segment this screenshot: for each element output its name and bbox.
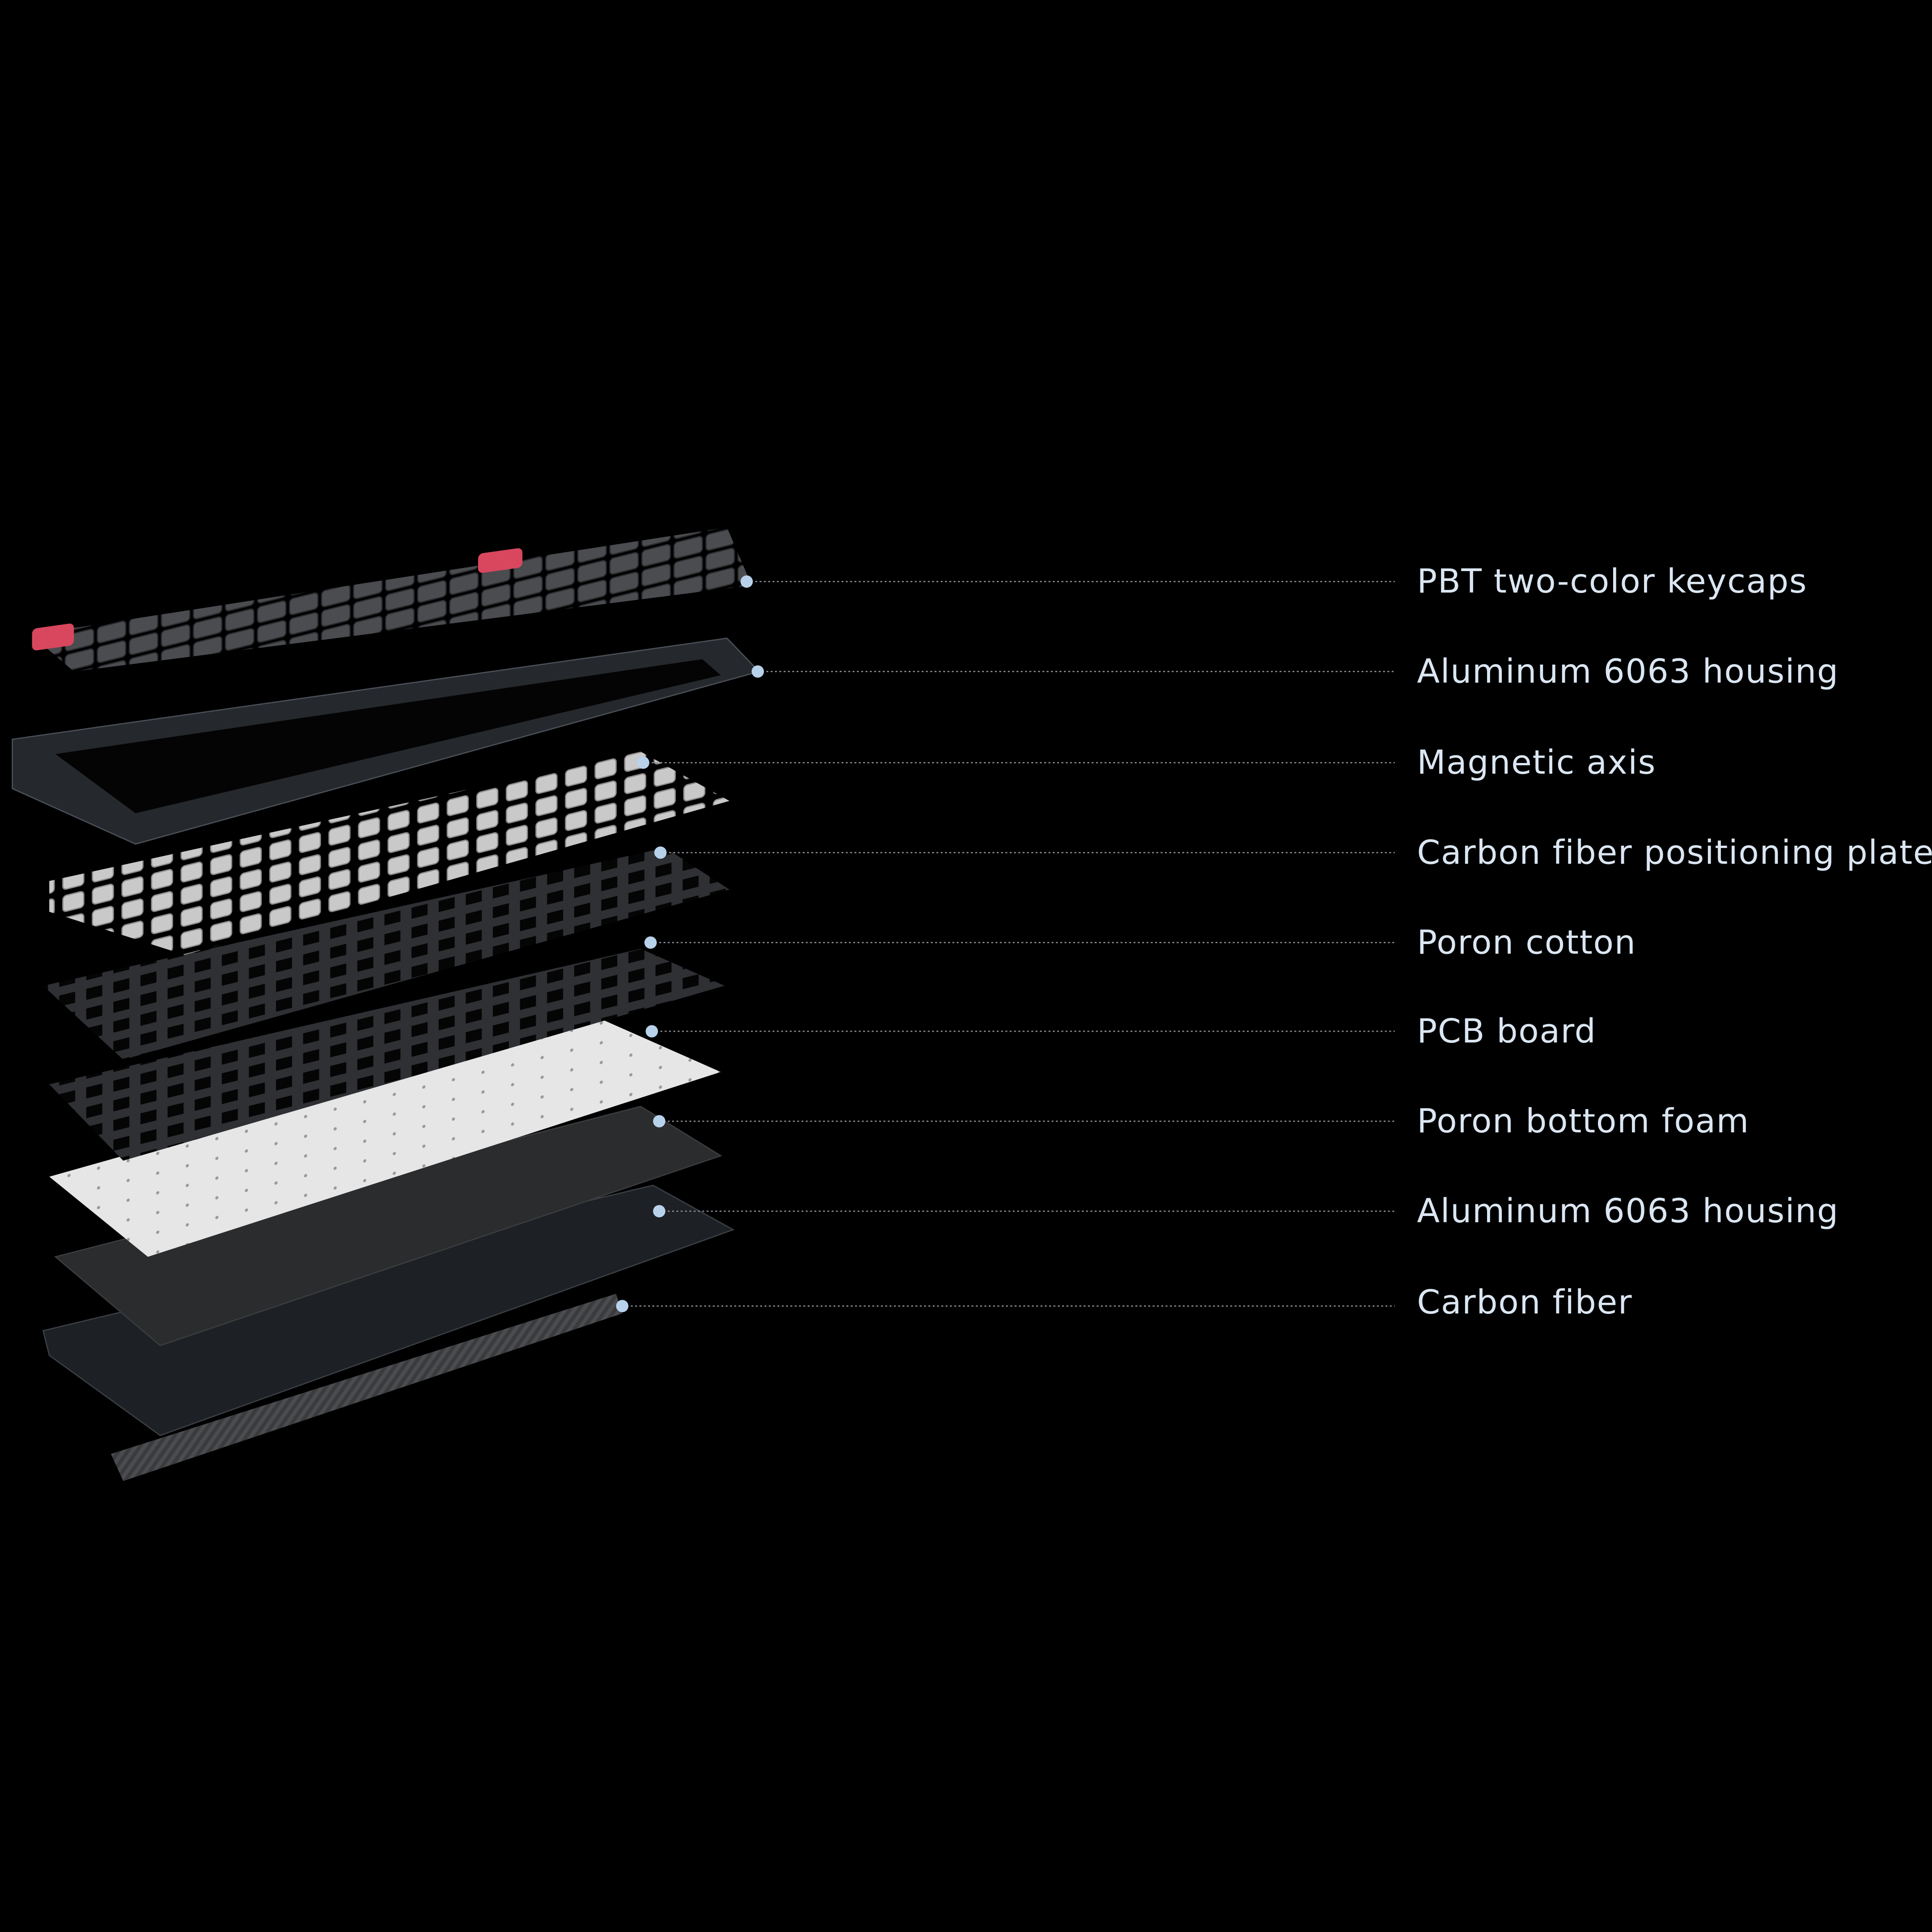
layer-label: Poron bottom foam — [1417, 1102, 1749, 1140]
accent-keycap — [32, 623, 74, 651]
callout-poron-bottom-foam: Poron bottom foam — [653, 1102, 1749, 1140]
pcb-board-layer — [49, 1020, 721, 1257]
layer-label: Aluminum 6063 housing — [1417, 1191, 1839, 1230]
positioning-plate-layer — [43, 847, 730, 1060]
callout-pcb-board: PCB board — [645, 1012, 1596, 1051]
layer-label: Carbon fiber — [1417, 1283, 1632, 1322]
callout-pbt-keycaps: PBT two-color keycaps — [740, 562, 1807, 601]
poron-cotton-layer — [49, 949, 724, 1161]
callout-magnetic-axis: Magnetic axis — [637, 743, 1656, 782]
layer-label: Carbon fiber positioning plate — [1417, 833, 1932, 872]
accent-keycap — [478, 548, 523, 573]
layer-label: Poron cotton — [1417, 923, 1636, 962]
carbon-fiber-layer — [110, 1293, 623, 1481]
layer-label: PCB board — [1417, 1012, 1596, 1051]
layer-label: PBT two-color keycaps — [1417, 562, 1807, 601]
callout-bottom-housing: Aluminum 6063 housing — [653, 1191, 1839, 1230]
callout-top-housing: Aluminum 6063 housing — [751, 652, 1839, 691]
magnetic-switches-layer — [49, 751, 730, 955]
callout-positioning-plate: Carbon fiber positioning plate — [654, 833, 1932, 872]
layer-label: Magnetic axis — [1417, 743, 1656, 782]
keycaps-layer — [30, 527, 752, 672]
layer-label: Aluminum 6063 housing — [1417, 652, 1839, 691]
callout-carbon-fiber: Carbon fiber — [616, 1283, 1632, 1322]
callout-poron-cotton: Poron cotton — [644, 923, 1636, 962]
top-housing-layer — [12, 637, 760, 845]
